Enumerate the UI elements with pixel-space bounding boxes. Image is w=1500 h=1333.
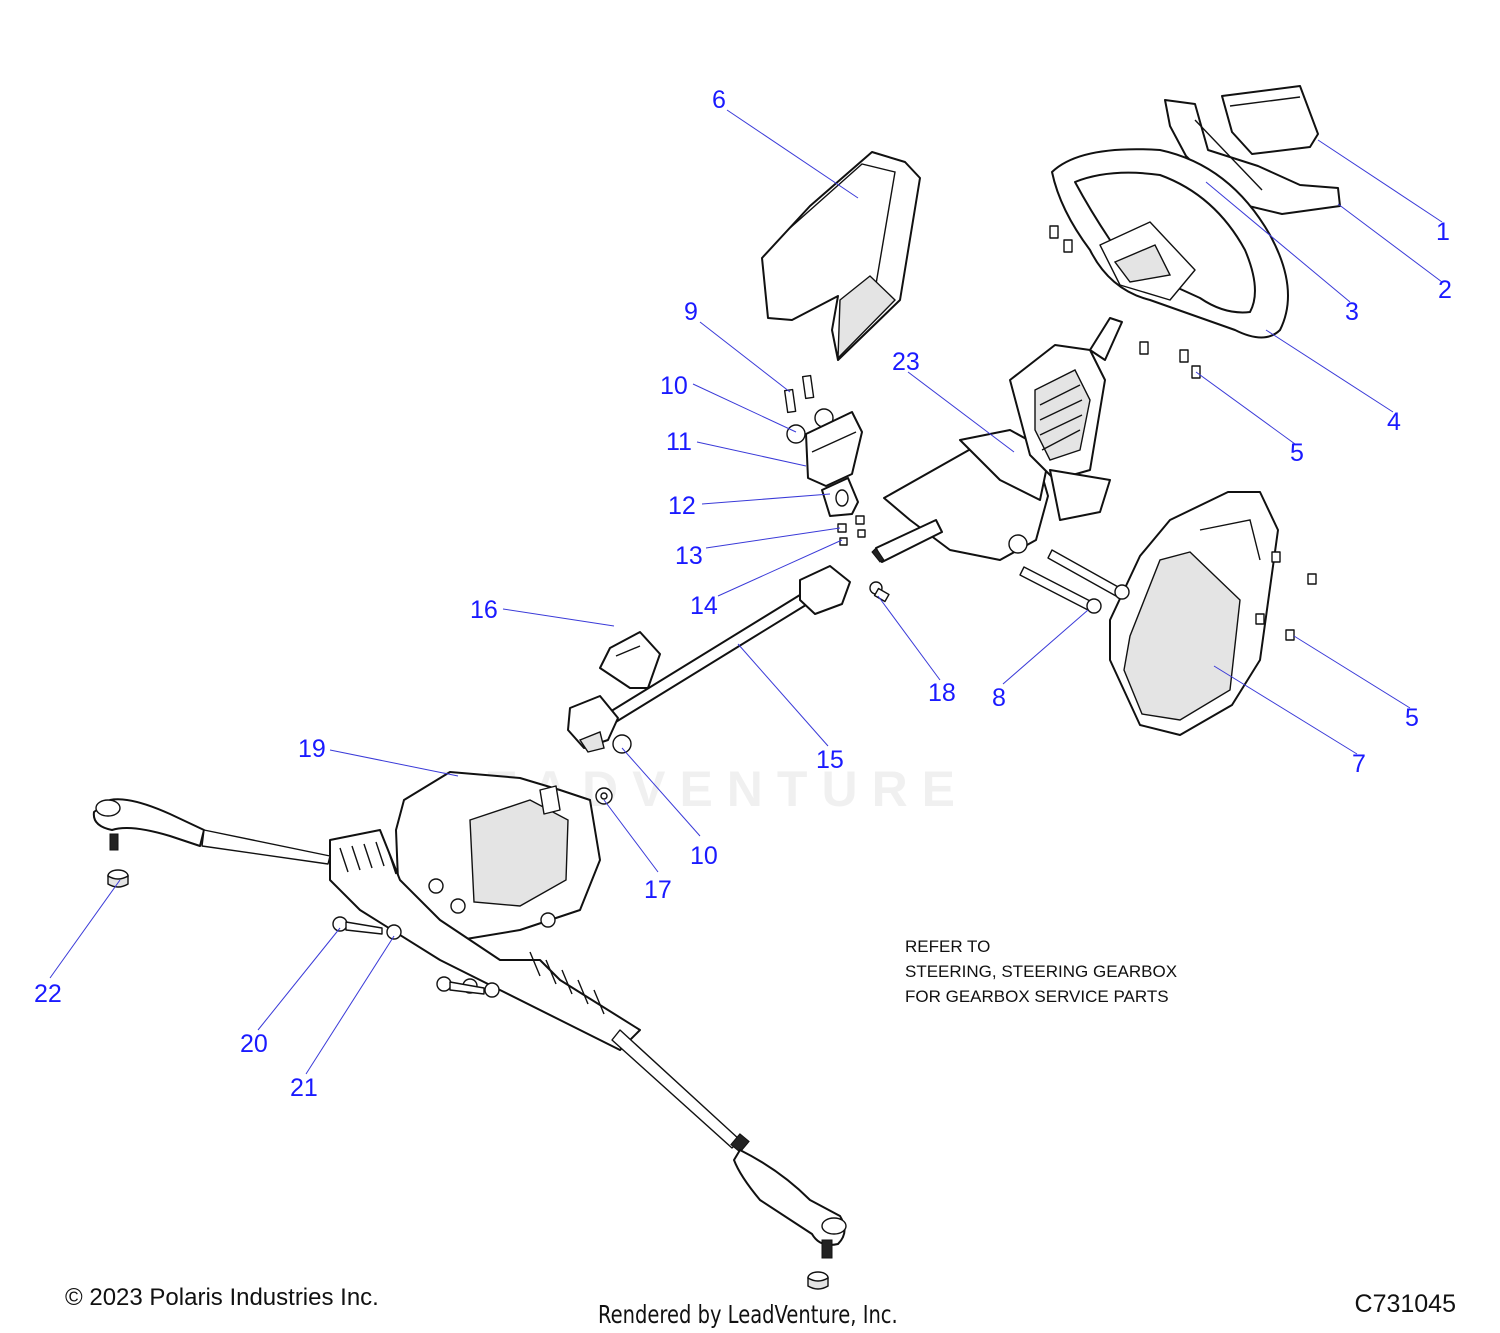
part-18-bolt[interactable]: [869, 581, 890, 603]
callout-15: 15: [816, 746, 844, 774]
callout-20: 20: [240, 1030, 268, 1058]
callout-10b: 10: [690, 842, 718, 870]
callout-18: 18: [928, 679, 956, 707]
callout-16: 16: [470, 596, 498, 624]
part-19-steering-gearbox[interactable]: [329, 771, 641, 1051]
part-8-bolts[interactable]: [1019, 549, 1130, 614]
tie-rod-left[interactable]: [92, 798, 331, 865]
part-10-nut-lower[interactable]: [612, 734, 632, 754]
copyright-text: © 2023 Polaris Industries Inc.: [65, 1284, 379, 1311]
callout-14: 14: [690, 592, 718, 620]
callout-4: 4: [1387, 408, 1401, 436]
leader-lines: [49, 109, 1443, 1075]
rendered-by-text: Rendered by LeadVenture, Inc.: [598, 1300, 898, 1329]
part-7-lower-shroud[interactable]: [1109, 491, 1279, 736]
part-12-bushing[interactable]: [821, 477, 859, 517]
part-14-clips[interactable]: [839, 529, 866, 546]
callout-2: 2: [1438, 276, 1452, 304]
callout-19: 19: [298, 735, 326, 763]
part-17-washer[interactable]: [595, 787, 613, 805]
callout-21: 21: [290, 1074, 318, 1102]
callout-9: 9: [684, 298, 698, 326]
note-line-1: REFER TO: [905, 937, 991, 956]
part-9-bolts[interactable]: [783, 374, 815, 414]
callout-6: 6: [712, 86, 726, 114]
part-22-nut-left[interactable]: [107, 869, 129, 888]
part-1-hub-cover[interactable]: [1221, 85, 1319, 155]
part-11-bracket[interactable]: [805, 411, 863, 487]
callout-11: 11: [666, 428, 692, 456]
part-20-bolts[interactable]: [332, 916, 485, 995]
callout-23: 23: [892, 348, 920, 376]
callout-7: 7: [1352, 750, 1366, 778]
callout-13: 13: [675, 542, 703, 570]
callout-1: 1: [1436, 218, 1450, 246]
callout-5b: 5: [1405, 704, 1419, 732]
callout-17: 17: [644, 876, 672, 904]
part-21-washers[interactable]: [386, 924, 500, 998]
part-4-steering-wheel[interactable]: [1051, 148, 1289, 339]
part-22-nut-right[interactable]: [807, 1271, 829, 1290]
part-15-intermediate-shaft[interactable]: [567, 565, 851, 753]
callout-5a: 5: [1290, 439, 1304, 467]
part-5-screws-lower[interactable]: [1255, 551, 1317, 641]
callout-8: 8: [992, 684, 1006, 712]
note-line-3: FOR GEARBOX SERVICE PARTS: [905, 987, 1169, 1006]
diagram-code: C731045: [1354, 1290, 1456, 1318]
part-2-hub-bracket[interactable]: [1164, 99, 1341, 215]
part-23-steering-column[interactable]: [871, 317, 1123, 563]
part-16-grommet[interactable]: [599, 631, 661, 689]
callout-12: 12: [668, 492, 696, 520]
gearbox-reference-note: REFER TO STEERING, STEERING GEARBOX FOR …: [905, 934, 1177, 1009]
part-6-upper-cover[interactable]: [761, 151, 921, 361]
callout-3: 3: [1345, 298, 1359, 326]
callout-numbers: 1 2 3 4 5 5 6 7 8 9 10 10 11 12 13 14 15…: [34, 86, 1452, 1102]
note-line-2: STEERING, STEERING GEARBOX: [905, 962, 1178, 981]
callout-10a: 10: [660, 372, 688, 400]
callout-22: 22: [34, 980, 62, 1008]
tie-rod-right[interactable]: [611, 1029, 847, 1259]
